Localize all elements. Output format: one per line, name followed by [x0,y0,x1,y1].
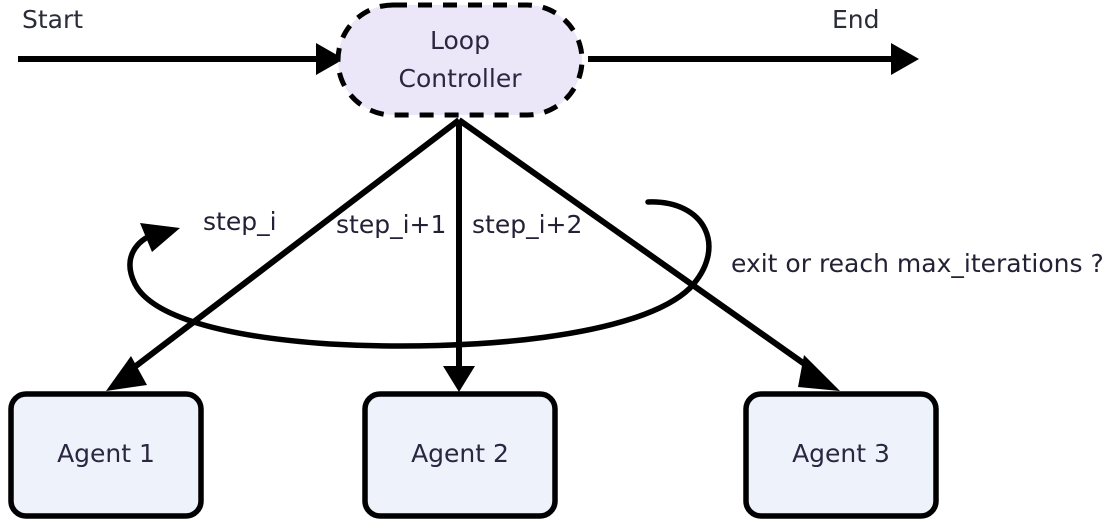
edge-start-to-controller [18,43,344,75]
loop-controller-label-line-2: Controller [399,64,523,93]
end-edge-arrowhead-icon [891,43,919,75]
loop-controller-shape[interactable] [335,2,585,118]
agent-1-edge-line [126,117,461,375]
end-label: End [832,5,880,34]
node-agent-1[interactable]: Agent 1 [8,391,204,519]
agent-1-edge-arrowhead-icon [106,356,147,391]
edge-feedback-loop [127,199,712,349]
agent-3-edge-arrowhead-icon [798,355,840,391]
edge-controller-to-agent-3 [457,117,840,391]
node-agent-3[interactable]: Agent 3 [743,391,939,519]
agent-3-shape[interactable] [743,391,939,519]
agent-2-label: Agent 2 [411,439,509,468]
edge-label-step-i-plus-1: step_i+1 [336,210,446,239]
edge-label-feedback-condition: exit or reach max_iterations ? [731,249,1104,278]
agent-2-shape[interactable] [362,391,558,519]
agent-1-shape[interactable] [8,391,204,519]
feedback-arrowhead-icon [140,223,180,252]
edge-label-step-i-plus-2: step_i+2 [472,210,582,239]
loop-controller-label-line-1: Loop [430,26,490,55]
start-edge-arrowhead-icon [316,43,344,75]
agent-2-edge-arrowhead-icon [443,366,475,392]
agent-1-label: Agent 1 [57,439,155,468]
node-agent-2[interactable]: Agent 2 [362,391,558,519]
edge-label-step-i: step_i [203,207,277,236]
edge-controller-to-agent-2 [443,120,475,392]
edge-controller-to-agent-1 [106,117,461,391]
agent-3-edge-line [457,117,815,373]
agent-3-label: Agent 3 [792,439,890,468]
start-label: Start [22,5,83,34]
edge-controller-to-end [588,43,919,75]
feedback-curve-path [127,199,712,349]
node-loop-controller[interactable]: Loop Controller [335,2,585,118]
